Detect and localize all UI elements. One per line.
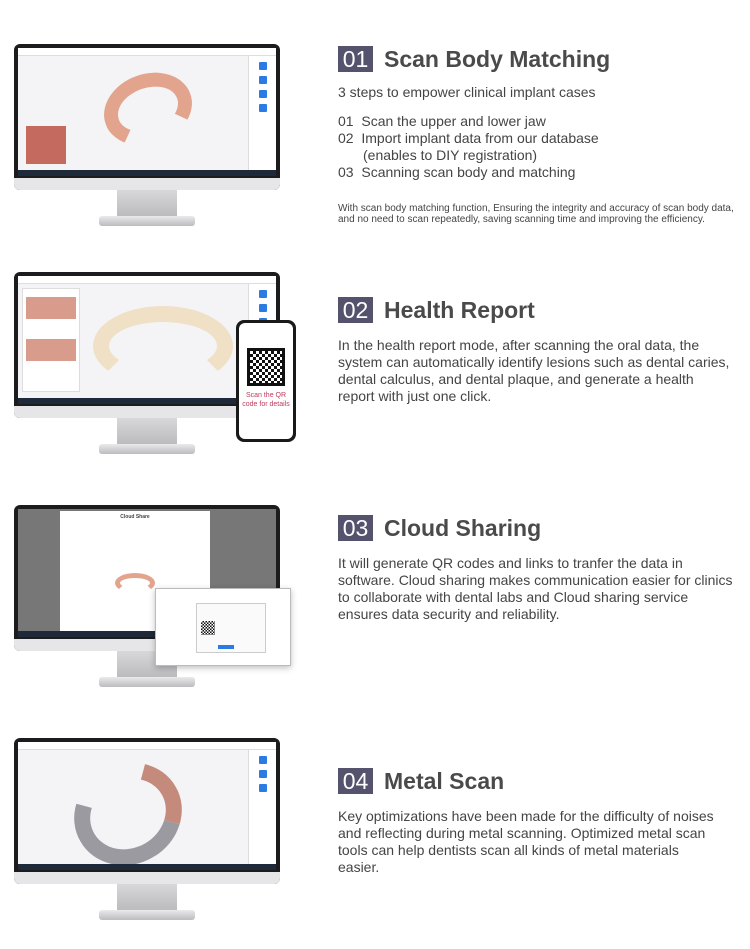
- cloud-share-window: [155, 588, 291, 666]
- qr-caption: Scan the QR code for details: [242, 392, 290, 408]
- step-2-note: (enables to DIY registration): [363, 147, 538, 163]
- section-note: With scan body matching function, Ensuri…: [338, 203, 734, 225]
- step-1: 01 Scan the upper and lower jaw: [338, 113, 546, 129]
- section-body: Key optimizations have been made for the…: [338, 808, 714, 875]
- section-number: 03: [338, 515, 373, 541]
- camera-preview: [26, 126, 66, 164]
- phone-qr: Scan the QR code for details: [236, 320, 296, 442]
- section-body: In the health report mode, after scannin…: [338, 337, 730, 404]
- software-screenshot: [18, 742, 276, 870]
- section-number: 02: [338, 297, 373, 323]
- step-3: 03 Scanning scan body and matching: [338, 164, 576, 180]
- section-subtitle: 3 steps to empower clinical implant case…: [338, 84, 596, 100]
- report-panel: [22, 288, 80, 392]
- section-title: Health Report: [384, 297, 535, 323]
- section-title: Metal Scan: [384, 768, 505, 794]
- software-screenshot: [18, 48, 276, 176]
- section-body: It will generate QR codes and links to t…: [338, 555, 733, 622]
- qr-code-icon: [201, 621, 215, 635]
- qr-code-icon[interactable]: [247, 348, 285, 386]
- section-title: Cloud Sharing: [384, 515, 542, 541]
- section-title: Scan Body Matching: [384, 46, 611, 72]
- section-number: 01: [338, 46, 373, 72]
- share-button[interactable]: [218, 645, 234, 649]
- step-2: 02 Import implant data from our database: [338, 130, 599, 146]
- section-number: 04: [338, 768, 373, 794]
